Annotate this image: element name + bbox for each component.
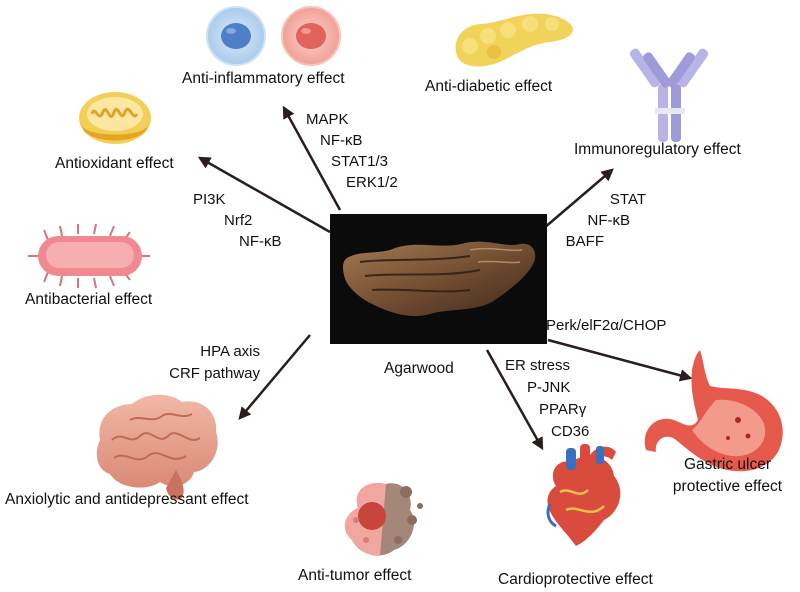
pathway-item: Perk/elF2α/CHOP xyxy=(546,317,667,334)
pathway-item: PPARγ xyxy=(539,401,587,418)
antibody-icon xyxy=(629,48,709,142)
gastric-label-line1: Gastric ulcer xyxy=(684,456,771,473)
brain-icon xyxy=(96,394,218,500)
pathway-item: CD36 xyxy=(551,423,590,440)
heart-icon xyxy=(546,444,621,546)
arrow-to-antioxidant xyxy=(197,156,331,234)
anti-inflammatory-label: Anti-inflammatory effect xyxy=(182,70,345,87)
stomach-icon xyxy=(644,350,783,472)
pathway-item: NF-κB xyxy=(239,233,282,250)
antibacterial-label: Antibacterial effect xyxy=(25,291,153,308)
pathway-item: STAT1/3 xyxy=(331,153,388,170)
bacterium-icon xyxy=(28,223,150,289)
pathway-item: ER stress xyxy=(505,357,571,374)
agarwood-photo xyxy=(330,214,547,344)
arrow-to-anti-inflammatory xyxy=(282,105,342,211)
pathway-item: NF-κB xyxy=(320,132,363,149)
anti-tumor-label: Anti-tumor effect xyxy=(298,567,412,584)
pathway-item: Nrf2 xyxy=(224,212,253,229)
pathway-item: NF-κB xyxy=(587,212,631,229)
pathway-item: P-JNK xyxy=(527,379,571,396)
pathway-item: MAPK xyxy=(306,111,349,128)
arrow-to-anxiolytic xyxy=(238,334,311,420)
gastric-label-line2: protective effect xyxy=(672,478,783,495)
pathways-gastric: Perk/elF2α/CHOP xyxy=(546,317,666,335)
pathway-item: CRF pathway xyxy=(169,365,260,382)
pathways-inflammatory: MAPK NF-κB STAT1/3 ERK1/2 xyxy=(306,109,398,193)
pathways-cardio: ER stress P-JNK PPARγ CD36 xyxy=(505,355,589,443)
pathways-anxiolytic: HPA axis CRF pathway xyxy=(130,341,260,385)
pathways-immuno: STAT NF-κB BAFF xyxy=(548,189,646,252)
arrow-to-cardio xyxy=(485,349,544,451)
pathways-antioxidant: PI3K Nrf2 NF-κB xyxy=(193,189,282,252)
anti-diabetic-label: Anti-diabetic effect xyxy=(425,78,553,95)
pathway-item: ERK1/2 xyxy=(346,174,398,191)
tumor-cell-icon xyxy=(344,483,423,556)
pathway-item: PI3K xyxy=(193,191,226,208)
immune-cells-icon xyxy=(206,6,341,66)
arrow-to-gastric xyxy=(547,338,693,382)
antioxidant-label: Antioxidant effect xyxy=(55,155,174,172)
cardioprotective-label: Cardioprotective effect xyxy=(498,571,653,588)
mitochondrion-icon xyxy=(79,92,151,144)
pathway-item: BAFF xyxy=(565,233,604,250)
pathway-item: HPA axis xyxy=(200,343,260,360)
pancreas-icon xyxy=(455,13,573,67)
pathway-item: STAT xyxy=(609,191,646,208)
immunoregulatory-label: Immunoregulatory effect xyxy=(574,141,741,158)
gastric-label: Gastric ulcer protective effect xyxy=(655,456,800,496)
anxiolytic-label: Anxiolytic and antidepressant effect xyxy=(5,491,249,508)
agarwood-label: Agarwood xyxy=(384,360,454,377)
